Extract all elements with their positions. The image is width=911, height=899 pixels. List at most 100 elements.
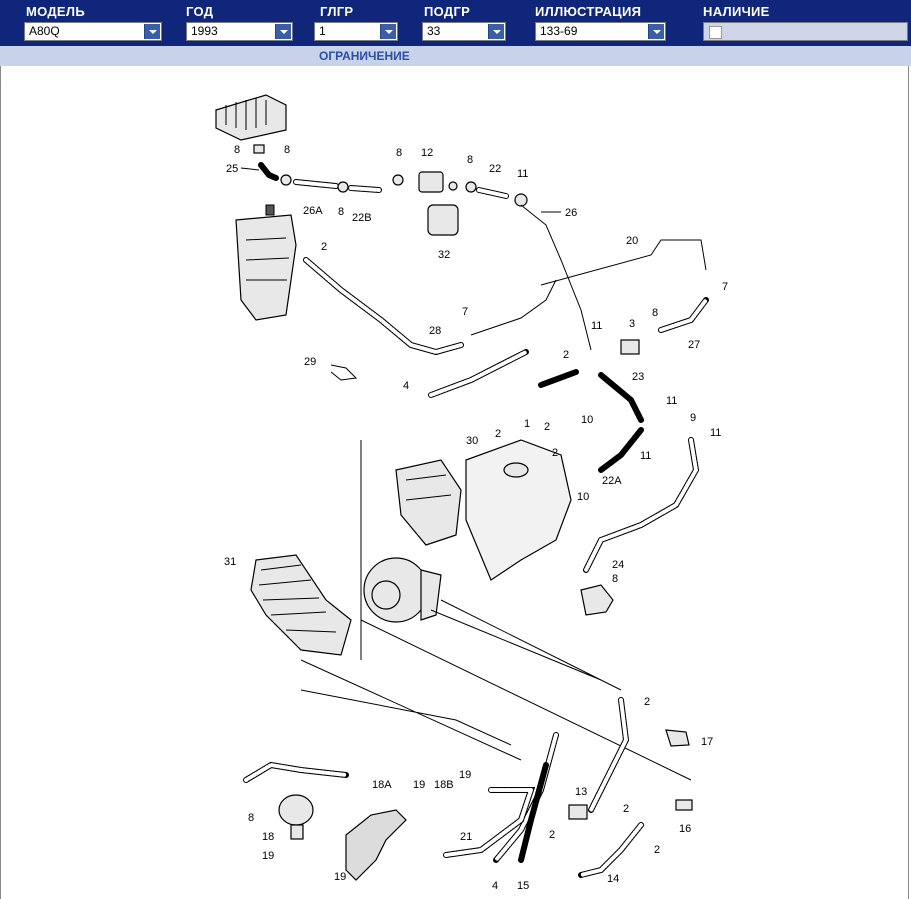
chevron-down-icon[interactable] <box>144 24 160 39</box>
callout-18b[interactable]: 18B <box>434 779 454 791</box>
callout-2c[interactable]: 2 <box>495 428 501 440</box>
hose-28[interactable] <box>303 257 464 356</box>
callout-4a[interactable]: 4 <box>403 380 409 392</box>
callout-10b[interactable]: 10 <box>577 491 589 503</box>
callout-23[interactable]: 23 <box>632 371 644 383</box>
illustration-label: ИЛЛЮСТРАЦИЯ <box>535 4 642 19</box>
intake-hose-31-part[interactable] <box>250 554 352 656</box>
callout-7a[interactable]: 7 <box>722 281 728 293</box>
callout-22[interactable]: 22 <box>489 163 501 175</box>
callout-3[interactable]: 3 <box>629 318 635 330</box>
callout-19d[interactable]: 19 <box>334 871 346 883</box>
callout-31[interactable]: 31 <box>224 556 236 568</box>
callout-18[interactable]: 18 <box>262 831 274 843</box>
valve-block-part[interactable] <box>215 94 287 141</box>
callout-29[interactable]: 29 <box>304 356 316 368</box>
callout-26[interactable]: 26 <box>565 207 577 219</box>
callout-32[interactable]: 32 <box>438 249 450 261</box>
hose-14[interactable] <box>578 822 644 878</box>
callout-2e[interactable]: 2 <box>552 447 558 459</box>
callout-8d[interactable]: 8 <box>396 147 402 159</box>
callout-9[interactable]: 9 <box>690 412 696 424</box>
callout-7b[interactable]: 7 <box>462 306 468 318</box>
callout-4b[interactable]: 4 <box>492 880 498 892</box>
intake-manifold-part[interactable] <box>465 439 572 581</box>
hose-18a-part[interactable] <box>345 809 407 881</box>
callout-30[interactable]: 30 <box>466 435 478 447</box>
callout-2b[interactable]: 2 <box>563 349 569 361</box>
restriction-label[interactable]: ОГРАНИЧЕНИЕ <box>319 49 410 63</box>
throttle-body-part[interactable] <box>395 459 462 546</box>
chevron-down-icon[interactable] <box>648 24 664 39</box>
valve-16-part[interactable] <box>675 799 693 811</box>
callout-2h[interactable]: 2 <box>549 829 555 841</box>
charcoal-canister-part[interactable] <box>235 204 297 321</box>
callout-27[interactable]: 27 <box>688 339 700 351</box>
chevron-down-icon[interactable] <box>380 24 396 39</box>
illustration-select[interactable]: 133-69 <box>535 22 666 41</box>
callout-14[interactable]: 14 <box>607 873 619 885</box>
hose-1[interactable] <box>538 369 579 388</box>
callout-8b[interactable]: 8 <box>284 144 290 156</box>
callout-1[interactable]: 1 <box>524 418 530 430</box>
callout-11d[interactable]: 11 <box>710 427 721 439</box>
callout-22a[interactable]: 22A <box>602 475 622 487</box>
year-label: ГОД <box>186 4 214 19</box>
callout-24[interactable]: 24 <box>612 559 624 571</box>
hose-27[interactable] <box>658 297 709 333</box>
callouts: 8 25 8 26A 8 22B 8 12 8 22 11 26 32 2 20… <box>224 144 728 892</box>
clip-17-part[interactable] <box>665 729 690 747</box>
line-20 <box>540 239 707 286</box>
small-connectors-part[interactable] <box>253 144 528 236</box>
turbocharger-part[interactable] <box>363 557 442 623</box>
hose-15[interactable] <box>518 762 549 863</box>
callout-16[interactable]: 16 <box>679 823 691 835</box>
valve-3-part[interactable] <box>620 339 640 355</box>
callout-20[interactable]: 20 <box>626 235 638 247</box>
pressure-regulator-part[interactable] <box>580 584 614 616</box>
callout-13[interactable]: 13 <box>575 786 587 798</box>
callout-22b[interactable]: 22B <box>352 212 372 224</box>
callout-17[interactable]: 17 <box>701 736 713 748</box>
callout-8c[interactable]: 8 <box>338 206 344 218</box>
glgr-select[interactable]: 1 <box>314 22 398 41</box>
callout-8h[interactable]: 8 <box>248 812 254 824</box>
callout-8g[interactable]: 8 <box>612 573 618 585</box>
callout-11b[interactable]: 11 <box>591 320 602 332</box>
callout-21[interactable]: 21 <box>460 831 472 843</box>
callout-12[interactable]: 12 <box>421 147 433 159</box>
model-select[interactable]: A80Q <box>24 22 162 41</box>
callout-11e[interactable]: 11 <box>640 450 651 462</box>
callout-2i[interactable]: 2 <box>654 844 660 856</box>
podgr-select[interactable]: 33 <box>422 22 506 41</box>
callout-25[interactable]: 25 <box>226 163 238 175</box>
callout-26a[interactable]: 26A <box>303 205 323 217</box>
callout-18a[interactable]: 18A <box>372 779 392 791</box>
availability-checkbox[interactable] <box>709 26 722 39</box>
callout-15[interactable]: 15 <box>517 880 529 892</box>
callout-2d[interactable]: 2 <box>544 421 550 433</box>
callout-10a[interactable]: 10 <box>581 414 593 426</box>
valve-13-part[interactable] <box>568 804 588 820</box>
callout-2a[interactable]: 2 <box>321 241 327 253</box>
callout-28[interactable]: 28 <box>429 325 441 337</box>
callout-19b[interactable]: 19 <box>459 769 471 781</box>
glgr-select-value: 1 <box>319 24 326 38</box>
callout-2f[interactable]: 2 <box>644 696 650 708</box>
chevron-down-icon[interactable] <box>488 24 504 39</box>
availability-label: НАЛИЧИЕ <box>703 4 770 19</box>
callout-11a[interactable]: 11 <box>517 168 528 180</box>
callout-11c[interactable]: 11 <box>666 395 677 407</box>
callout-8f[interactable]: 8 <box>652 307 658 319</box>
callout-19a[interactable]: 19 <box>413 779 425 791</box>
callout-8e[interactable]: 8 <box>467 154 473 166</box>
hose-2-right[interactable] <box>588 697 630 813</box>
callout-8a[interactable]: 8 <box>234 144 240 156</box>
valve-18-part[interactable] <box>278 794 314 840</box>
chevron-down-icon[interactable] <box>275 24 291 39</box>
illustration-panel: 8 25 8 26A 8 22B 8 12 8 22 11 26 32 2 20… <box>0 66 909 899</box>
year-select[interactable]: 1993 <box>186 22 293 41</box>
parts-diagram: 8 25 8 26A 8 22B 8 12 8 22 11 26 32 2 20… <box>215 94 728 892</box>
callout-2g[interactable]: 2 <box>623 803 629 815</box>
callout-19c[interactable]: 19 <box>262 850 274 862</box>
